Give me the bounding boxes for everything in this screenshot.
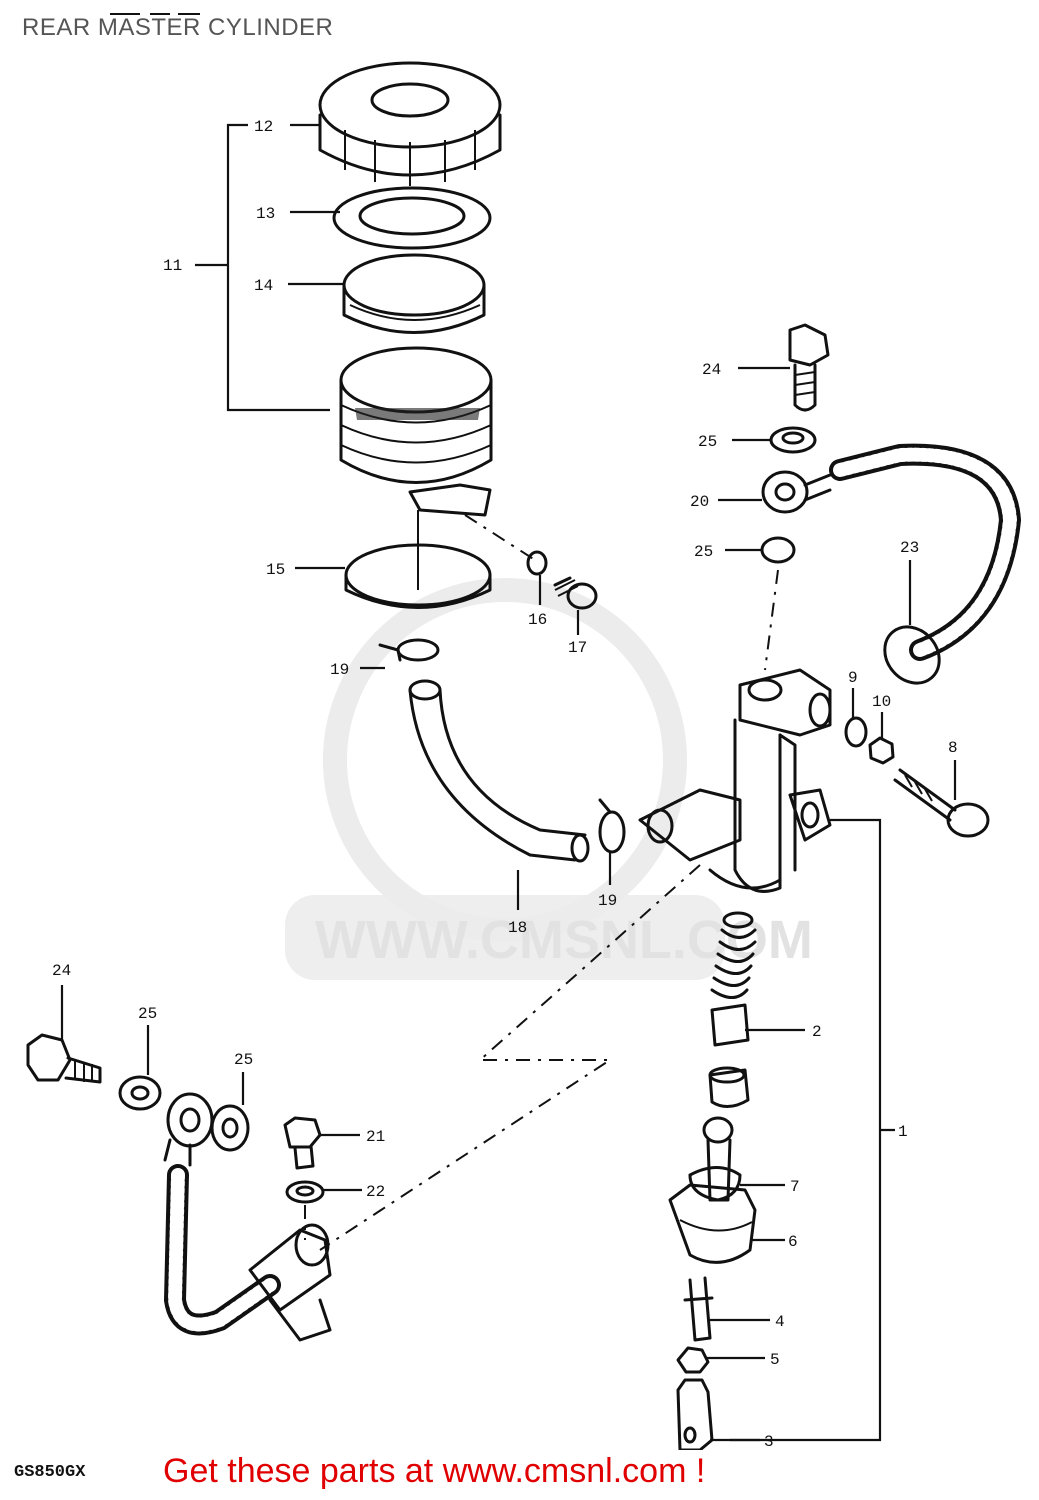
callout-1: 1 — [898, 1123, 908, 1141]
return-spring — [710, 911, 757, 1047]
callout-22: 22 — [366, 1183, 385, 1201]
brake-hose-lower — [163, 1092, 332, 1342]
washer-25-top-hole — [781, 431, 805, 445]
page-title: REAR MASTER CYLINDER — [22, 14, 334, 41]
washer-25-mid — [760, 536, 796, 564]
primary-cup — [708, 1066, 750, 1108]
screw-16 — [553, 576, 598, 610]
callout-17: 16 — [528, 611, 547, 629]
callout-20: 20 — [690, 493, 709, 511]
callout-19-lower: 19 — [598, 892, 617, 910]
bolt-8 — [893, 768, 990, 838]
push-rod — [683, 1276, 714, 1342]
callout-21: 21 — [366, 1128, 385, 1146]
reservoir-hose — [408, 679, 590, 863]
callout-13: 13 — [256, 205, 275, 223]
reservoir-band — [344, 483, 492, 609]
callout-19-top: 19 — [330, 661, 349, 679]
brake-hose-upper — [761, 443, 1022, 685]
washer-17 — [526, 550, 548, 576]
callout-2: 2 — [812, 1023, 822, 1041]
piston-assembly — [668, 1116, 757, 1264]
callout-14: 14 — [254, 277, 273, 295]
callout-7: 7 — [790, 1178, 800, 1196]
axis-line-cross — [319, 864, 701, 1251]
washer-22 — [285, 1180, 325, 1204]
callout-9: 9 — [848, 669, 858, 687]
nut-10 — [868, 736, 895, 765]
callout-15: 15 — [266, 561, 285, 579]
axis-line-clamp — [464, 514, 536, 561]
leader-lines — [60, 123, 957, 1442]
callout-6: 6 — [788, 1233, 798, 1251]
callouts: 12 13 11 14 15 16 17 19 18 19 24 25 20 2… — [52, 118, 958, 1450]
reservoir-body — [339, 346, 493, 484]
washer-22-hole — [295, 1185, 315, 1197]
callout-11: 11 — [163, 257, 182, 275]
model-code: GS850GX — [14, 1463, 86, 1482]
bracket-1 — [730, 818, 895, 1442]
bracket-11 — [195, 123, 330, 412]
callout-24-lower: 24 — [52, 962, 71, 980]
callout-4: 4 — [775, 1313, 785, 1331]
callout-5: 5 — [770, 1351, 780, 1369]
callout-25-mid: 25 — [694, 543, 713, 561]
washer-25-top — [769, 426, 817, 454]
diaphragm — [342, 253, 486, 334]
axis-line-banjo — [764, 569, 779, 671]
hose-clip-top — [378, 638, 440, 662]
callout-12: 12 — [254, 118, 273, 136]
diaphragm-plate — [332, 186, 492, 250]
bolt-21 — [283, 1116, 322, 1170]
callout-10: 10 — [872, 693, 891, 711]
washer-25-lower-b-hole — [221, 1117, 239, 1139]
master-cylinder-body — [638, 668, 832, 893]
lock-nut — [676, 1346, 710, 1374]
reservoir-cap — [318, 61, 502, 186]
washer-9 — [844, 716, 868, 748]
washer-25-lower-b — [210, 1104, 250, 1152]
callout-25-lower-b: 25 — [234, 1051, 253, 1069]
callout-24-top: 24 — [702, 361, 721, 379]
callout-25-top: 25 — [698, 433, 717, 451]
callout-8: 8 — [948, 739, 958, 757]
washer-25-lower-a-hole — [130, 1085, 150, 1101]
clevis — [676, 1378, 714, 1450]
banjo-bolt-top — [788, 323, 830, 412]
banjo-bolt-lower — [26, 1033, 102, 1084]
callout-3: 3 — [764, 1433, 774, 1450]
promo-banner[interactable]: Get these parts at www.cmsnl.com ! — [163, 1452, 706, 1490]
exploded-parts-diagram: WWW.CMSNL.COM — [26, 13, 1022, 1450]
hose-clip-lower — [598, 798, 626, 854]
callout-23: 23 — [900, 539, 919, 557]
washer-25-lower-a — [118, 1075, 162, 1111]
callout-16: 17 — [568, 639, 587, 657]
callout-25-lower-a: 25 — [138, 1005, 157, 1023]
callout-18: 18 — [508, 919, 527, 937]
